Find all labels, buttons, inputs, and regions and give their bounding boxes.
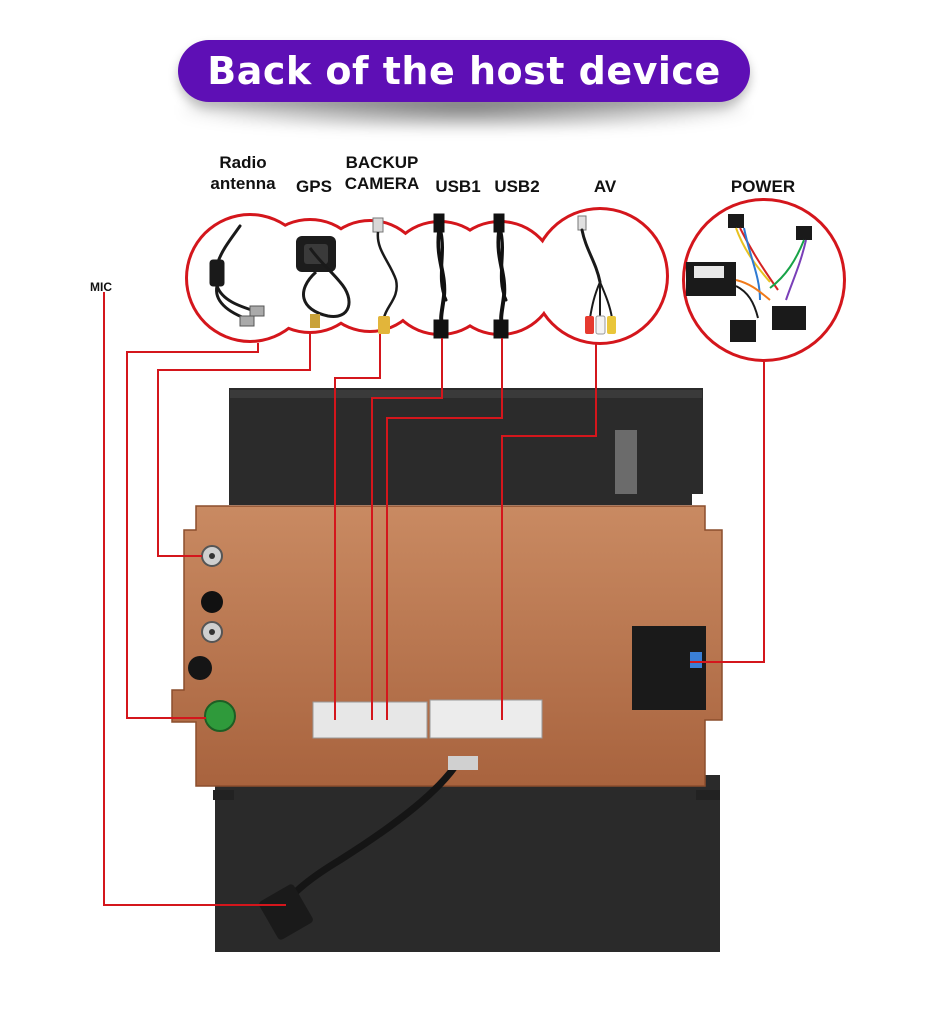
label-radio-antenna-line2: antenna xyxy=(210,174,276,193)
radio-antenna-cable-icon xyxy=(209,224,265,327)
power-harness-icon xyxy=(686,214,812,342)
host-device xyxy=(171,388,723,952)
label-backup-camera-line1: BACKUP xyxy=(345,153,419,172)
usb-cable-icon xyxy=(493,213,509,339)
label-radio-antenna: Radio antenna xyxy=(200,152,286,194)
av-rca-cable-icon xyxy=(577,215,616,335)
label-radio-antenna-line1: Radio xyxy=(219,153,267,172)
title-pill: Back of the host device xyxy=(178,40,750,102)
gps-antenna-icon xyxy=(296,236,351,328)
label-gps: GPS xyxy=(296,177,332,196)
connector-lines xyxy=(103,292,765,906)
usb-cable-icon xyxy=(433,213,449,339)
label-usb1: USB1 xyxy=(435,177,481,196)
label-backup-camera-line2: CAMERA xyxy=(344,174,420,193)
label-mic: MIC xyxy=(90,280,112,294)
title-banner: Back of the host device xyxy=(178,40,750,130)
label-backup-camera: BACKUP CAMERA xyxy=(336,152,428,194)
page-title: Back of the host device xyxy=(207,49,721,93)
backup-camera-cable-icon xyxy=(372,217,398,334)
label-power: POWER xyxy=(730,177,796,196)
label-usb2: USB2 xyxy=(494,177,540,196)
label-av: AV xyxy=(593,177,617,196)
